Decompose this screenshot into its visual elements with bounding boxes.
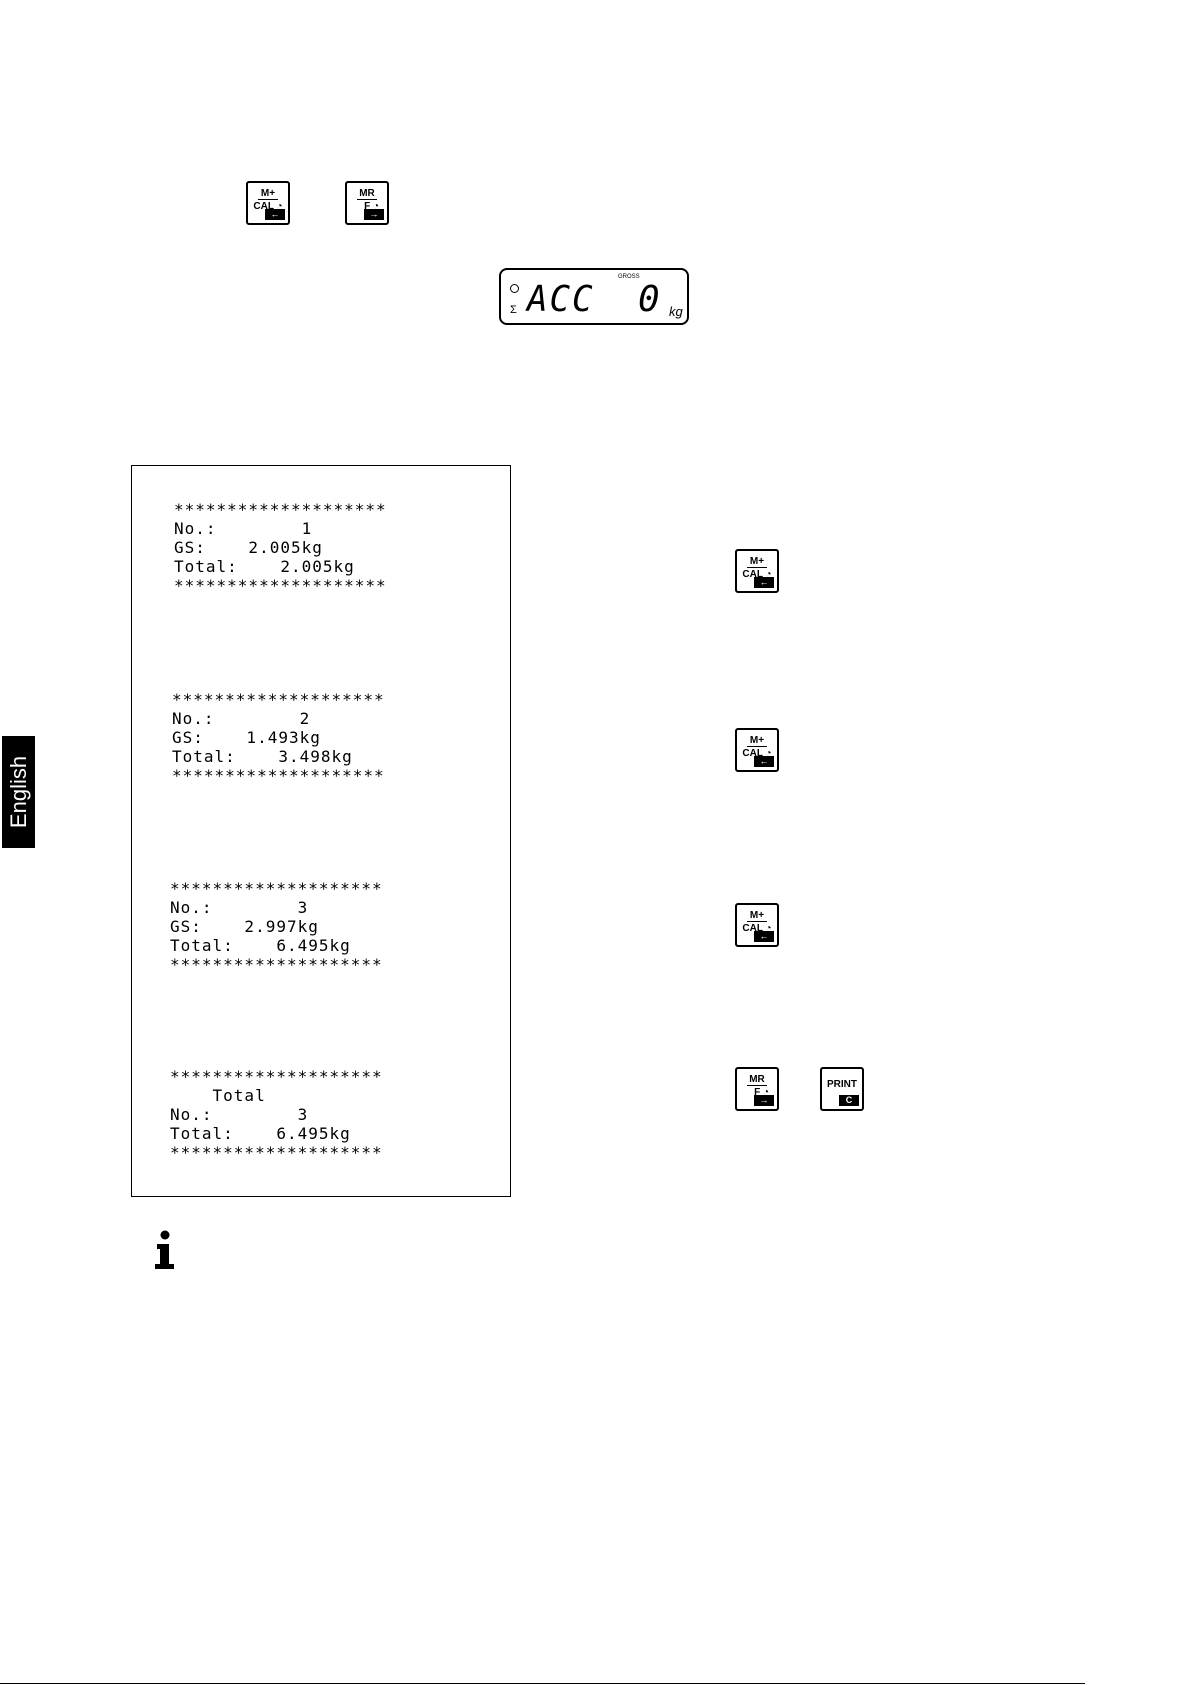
printout-block-2: ******************** No.: 2 GS: 1.493kg …: [172, 690, 385, 785]
clock-icon: ◔: [273, 201, 283, 212]
lcd-display: Σ GROSS ACC 0 kg: [499, 268, 689, 325]
language-tab: English: [2, 736, 35, 848]
stability-indicator-icon: [510, 284, 519, 293]
m-plus-cal-key-2[interactable]: M+ CAL ◔ ←: [735, 728, 779, 772]
display-value: 0: [638, 279, 660, 320]
printout-block-1: ******************** No.: 1 GS: 2.005kg …: [174, 500, 387, 595]
m-plus-cal-key-1[interactable]: M+ CAL ◔ ←: [735, 549, 779, 593]
info-icon: [155, 1230, 174, 1269]
printout-block-4: ******************** Total No.: 3 Total:…: [170, 1067, 383, 1162]
sigma-indicator: Σ: [510, 304, 517, 316]
clock-icon: ◔: [760, 1087, 769, 1098]
m-plus-cal-key-3[interactable]: M+ CAL ◔ ←: [735, 903, 779, 947]
clock-icon: ◔: [762, 923, 772, 934]
clock-icon: ◔: [762, 569, 772, 580]
m-plus-cal-key[interactable]: M+ CAL ◔ ←: [246, 181, 290, 225]
display-unit: kg: [669, 304, 683, 319]
gross-indicator: GROSS: [618, 274, 640, 280]
footer-rule: [0, 1683, 1085, 1684]
clock-icon: ◔: [370, 201, 379, 212]
mr-f-key[interactable]: MR F ◔ →: [345, 181, 389, 225]
display-text: ACC: [527, 279, 595, 320]
clock-icon: ◔: [762, 748, 772, 759]
printout-block-3: ******************** No.: 3 GS: 2.997kg …: [170, 879, 383, 974]
mr-f-key-2[interactable]: MR F ◔ →: [735, 1067, 779, 1111]
print-key[interactable]: PRINT C: [820, 1067, 864, 1111]
printout-box: ******************** No.: 1 GS: 2.005kg …: [131, 465, 511, 1197]
